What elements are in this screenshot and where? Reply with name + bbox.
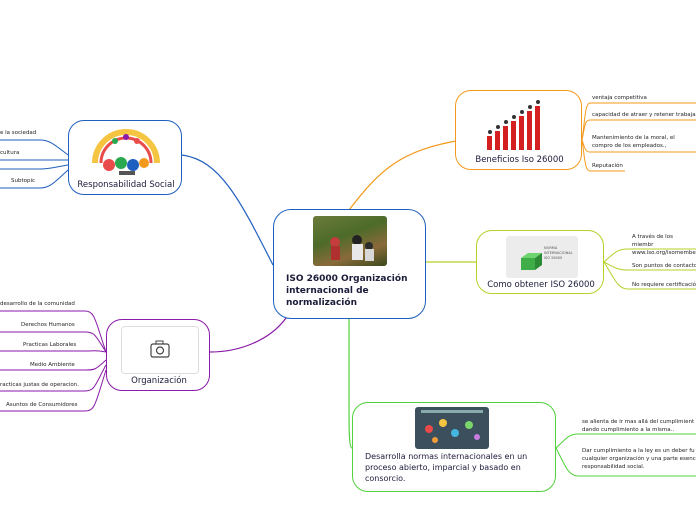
image-placeholder — [121, 326, 199, 374]
beneficios-leaf[interactable]: capacidad de atraer y retener trabaja — [592, 112, 696, 118]
responsabilidad-leaf[interactable]: e la sociedad — [0, 130, 37, 136]
camera-icon — [150, 340, 170, 358]
beneficios-leaf[interactable]: Reputación — [592, 163, 623, 169]
organizacion-leaf[interactable]: Practicas Laborales — [23, 342, 77, 348]
organizacion-leaf[interactable]: Asuntos de Consumidores — [6, 402, 78, 408]
central-title: ISO 26000 Organización internacional de … — [286, 274, 408, 308]
obtener-leaf[interactable]: No requiere certificació — [632, 282, 696, 288]
topic-organizacion[interactable]: Organización — [106, 319, 210, 391]
topic-obtener[interactable]: NORMA INTERNACIONAL ISO 26000 Como obten… — [476, 230, 604, 294]
responsabilidad-leaf[interactable]: Subtopic — [11, 178, 36, 184]
infographic-image — [415, 407, 489, 449]
norma-caption: NORMA INTERNACIONAL ISO 26000 — [544, 246, 573, 260]
growth-chart-image — [484, 96, 556, 152]
organizacion-leaf[interactable]: racticas justas de operacion. — [0, 382, 80, 388]
organizacion-title: Organización — [131, 376, 187, 386]
gears-people-icon — [92, 129, 160, 175]
people-planting-photo — [330, 235, 374, 261]
central-photo — [313, 216, 387, 266]
organizacion-leaf[interactable]: Derechos Humanos — [21, 322, 75, 328]
organizacion-leaf[interactable]: desarrollo de la comunidad — [0, 301, 75, 307]
obtener-leaf[interactable]: Son puntos de contacto — [632, 263, 696, 269]
responsabilidad-leaf[interactable]: cultura — [0, 150, 20, 156]
infographic-icons — [421, 410, 483, 443]
topic-responsabilidad[interactable]: Responsabilidad Social — [68, 120, 182, 195]
desarrolla-leaf[interactable]: se alienta de ir mas allá del cumplimien… — [582, 419, 695, 433]
organizacion-leaf[interactable]: Medio Ambiente — [30, 362, 75, 368]
beneficios-leaf[interactable]: Mantenimiento de la moral, el compro de … — [592, 135, 675, 149]
norma-image: NORMA INTERNACIONAL ISO 26000 — [506, 236, 578, 278]
obtener-title: Como obtener ISO 26000 — [487, 280, 595, 290]
desarrolla-leaf[interactable]: Dar cumplimiento a la ley es un deber fu… — [582, 448, 696, 470]
green-box-icon — [521, 253, 542, 270]
responsabilidad-image — [89, 125, 163, 177]
beneficios-leaf[interactable]: ventaja competitiva — [592, 95, 647, 101]
desarrolla-title: Desarrolla normas internacionales en un … — [365, 452, 528, 483]
responsabilidad-title: Responsabilidad Social — [77, 180, 175, 190]
bar-growth-icon — [487, 100, 540, 150]
obtener-leaf[interactable]: A través de los miembr www.iso.org/isome… — [632, 234, 696, 256]
topic-desarrolla[interactable]: Desarrolla normas internacionales en un … — [352, 402, 556, 492]
central-topic[interactable]: ISO 26000 Organización internacional de … — [273, 209, 426, 319]
beneficios-title: Beneficios Iso 26000 — [475, 155, 564, 165]
topic-beneficios[interactable]: Beneficios Iso 26000 — [455, 90, 582, 170]
